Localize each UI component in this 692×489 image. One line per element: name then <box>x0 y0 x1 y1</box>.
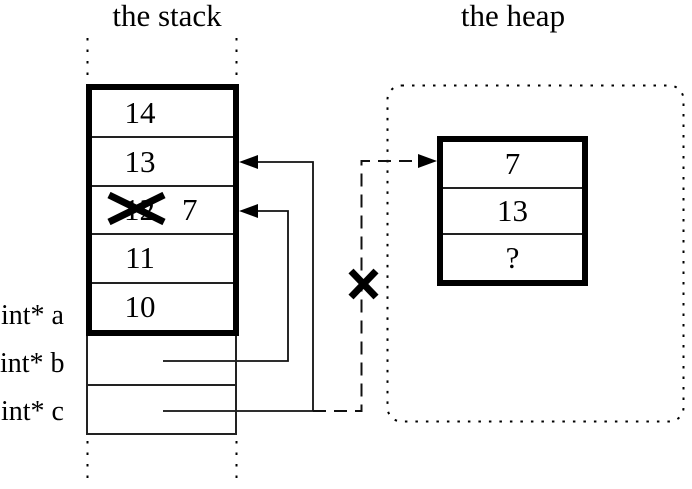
heap-cell-value: ? <box>505 239 520 275</box>
stack-cell-13: 13 <box>92 136 233 184</box>
var-label-int-b: int* b <box>0 348 65 379</box>
stack-title: the stack <box>112 0 222 33</box>
pointer-arrowhead-c <box>239 155 258 169</box>
stack-cell-value: 10 <box>124 288 156 324</box>
x-mark-stack-old-value <box>107 191 166 226</box>
heap-cell-13: 13 <box>443 186 582 234</box>
x-mark-dangling-pointer <box>348 268 379 300</box>
stack-cell-10: 10 <box>92 281 233 330</box>
stack-pointer-var-cells <box>86 336 237 435</box>
heap-cell-value: 13 <box>497 193 528 228</box>
stack-var-cell-c <box>88 383 235 434</box>
pointer-line-b <box>163 210 289 362</box>
heap-block-box: 7 13 ? <box>437 136 588 286</box>
stack-cell-value: 14 <box>124 95 156 131</box>
var-label-int-a: int* a <box>1 300 64 331</box>
heap-cell-7: 7 <box>443 142 582 187</box>
stack-cell-11: 11 <box>92 233 233 281</box>
stack-frame-box: 14 13 12 7 11 10 <box>86 84 239 336</box>
dangling-pointer-arrowhead <box>418 154 437 168</box>
var-label-int-c: int* c <box>1 396 64 427</box>
pointer-line-c <box>163 161 314 412</box>
heap-cell-unknown: ? <box>443 233 582 280</box>
heap-title: the heap <box>460 0 566 33</box>
stack-cell-14: 14 <box>92 90 233 136</box>
pointer-arrowhead-b <box>239 204 258 218</box>
stack-cell-new-value: 7 <box>182 192 198 228</box>
heap-cell-value: 7 <box>504 146 521 182</box>
stack-cell-value: 13 <box>124 143 156 179</box>
stack-cell-value: 11 <box>125 240 155 276</box>
